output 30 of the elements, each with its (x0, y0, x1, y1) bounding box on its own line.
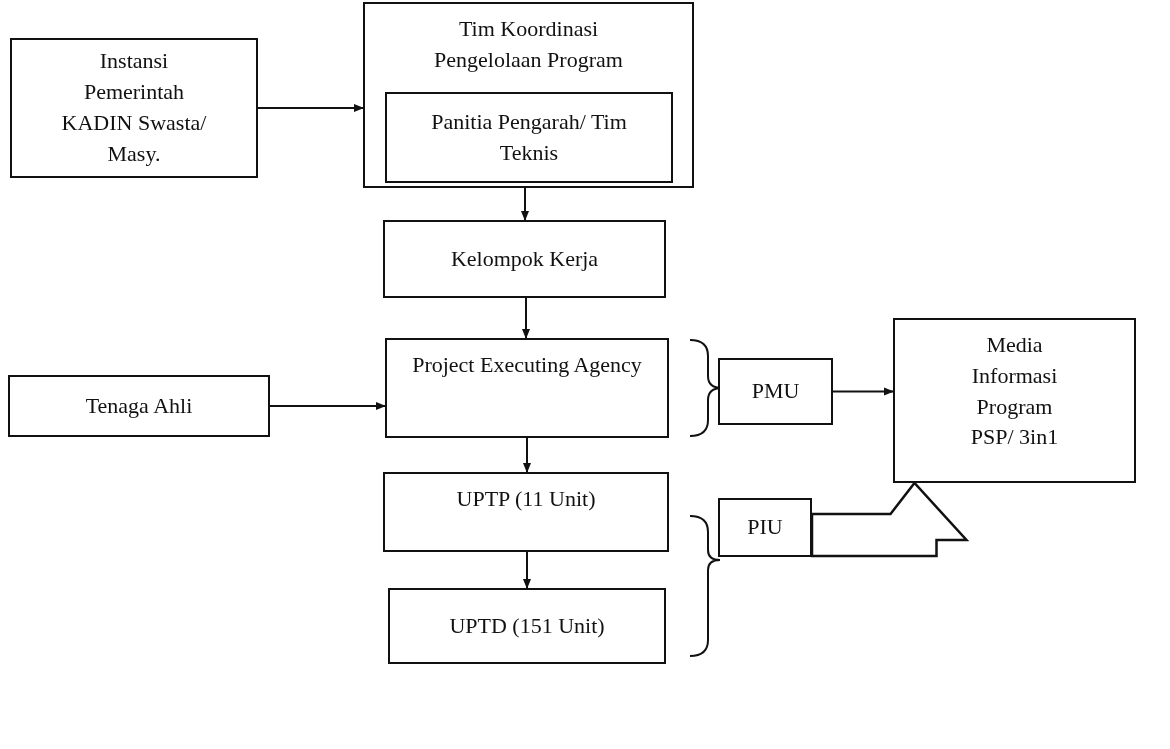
arrow (523, 437, 531, 473)
box-label: Project Executing Agency (412, 351, 642, 379)
box-label: Instansi Pemerintah KADIN Swasta/ Masy. (60, 47, 208, 168)
process-box (385, 338, 669, 438)
box-label: Media Informasi Program PSP/ 3in1 (969, 331, 1060, 452)
block-arrow (810, 481, 970, 558)
process-box (363, 2, 694, 188)
arrow (269, 402, 386, 410)
box-label: UPTP (11 Unit) (456, 485, 596, 513)
arrow (257, 104, 364, 112)
process-box (10, 38, 258, 178)
process-box (388, 588, 666, 664)
arrow (523, 551, 531, 589)
process-box (718, 358, 833, 425)
arrow (522, 297, 530, 339)
process-box (383, 472, 669, 552)
arrow (521, 187, 529, 221)
process-box (718, 498, 812, 557)
box-label: Tim Koordinasi Pengelolaan Program (433, 15, 624, 74)
box-label: Panitia Pengarah/ Tim Teknis (430, 107, 628, 167)
box-label: PIU (747, 513, 783, 542)
process-box (8, 375, 270, 437)
process-box (383, 220, 666, 298)
process-box (893, 318, 1136, 483)
arrow (832, 387, 894, 396)
box-label: PMU (751, 377, 800, 406)
inner-box (385, 92, 673, 183)
box-label: Kelompok Kerja (450, 244, 599, 273)
box-label: UPTD (151 Unit) (449, 611, 605, 640)
box-label: Tenaga Ahli (85, 391, 193, 420)
